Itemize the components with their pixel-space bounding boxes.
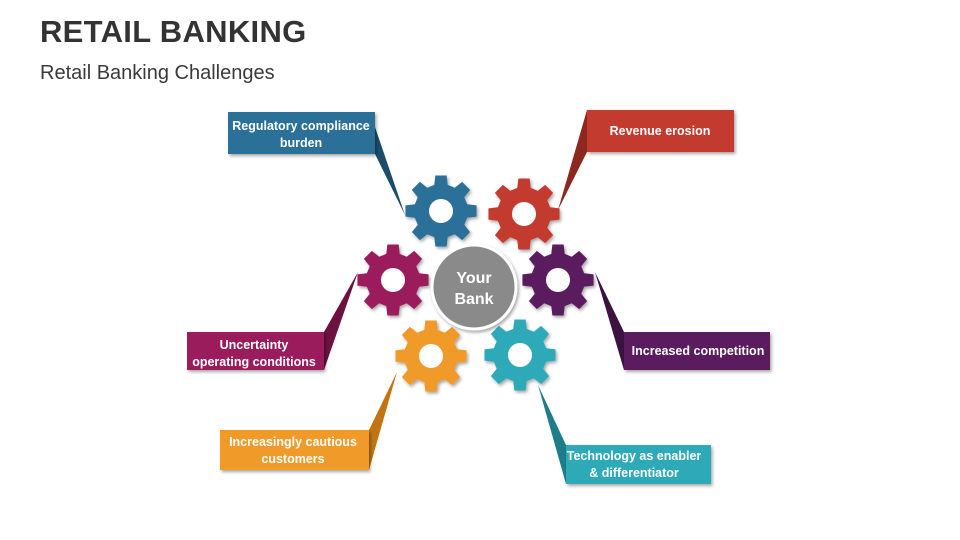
challenge-box-competition: Increased competition [624,332,770,370]
center-label-line1: Your [456,270,491,287]
challenge-label-uncertainty-line2: operating conditions [192,355,316,369]
gear-icon-uncertainty [357,244,429,316]
center-label-line2: Bank [454,291,493,308]
challenge-box-technology: Technology as enabler & differentiator [566,445,711,484]
slide-subtitle: Retail Banking Challenges [40,62,275,84]
challenge-box-revenue: Revenue erosion [587,110,734,152]
gear-icon-customers [395,320,467,392]
gear-icon-technology [484,319,556,391]
challenge-label-regulatory-line1: Regulatory compliance [232,119,370,133]
connector-regulatory [375,127,405,215]
challenge-label-technology-line2: & differentiator [589,466,679,480]
gear-icon-competition [522,244,594,316]
slide-title: RETAIL BANKING [40,14,307,49]
challenge-box-uncertainty: Uncertainty operating conditions [187,332,324,370]
center-node: Your Bank [430,243,518,331]
challenge-label-revenue: Revenue erosion [610,124,711,138]
challenge-label-customers-line2: customers [261,452,324,466]
challenge-box-regulatory: Regulatory compliance burden [228,112,375,154]
challenge-label-uncertainty-line1: Uncertainty [220,338,289,352]
challenge-box-customers: Increasingly cautious customers [220,430,369,470]
connector-revenue [558,110,587,210]
challenge-label-customers-line1: Increasingly cautious [229,435,357,449]
connector-competition [595,272,624,370]
connector-technology [538,385,566,484]
challenge-label-regulatory-line2: burden [280,136,322,150]
connector-customers [369,372,397,470]
challenge-label-technology-line1: Technology as enabler [567,449,702,463]
gear-icon-revenue [488,178,560,250]
gear-icon-regulatory [405,175,477,247]
challenge-label-competition: Increased competition [632,344,765,358]
connector-uncertainty [324,272,358,370]
